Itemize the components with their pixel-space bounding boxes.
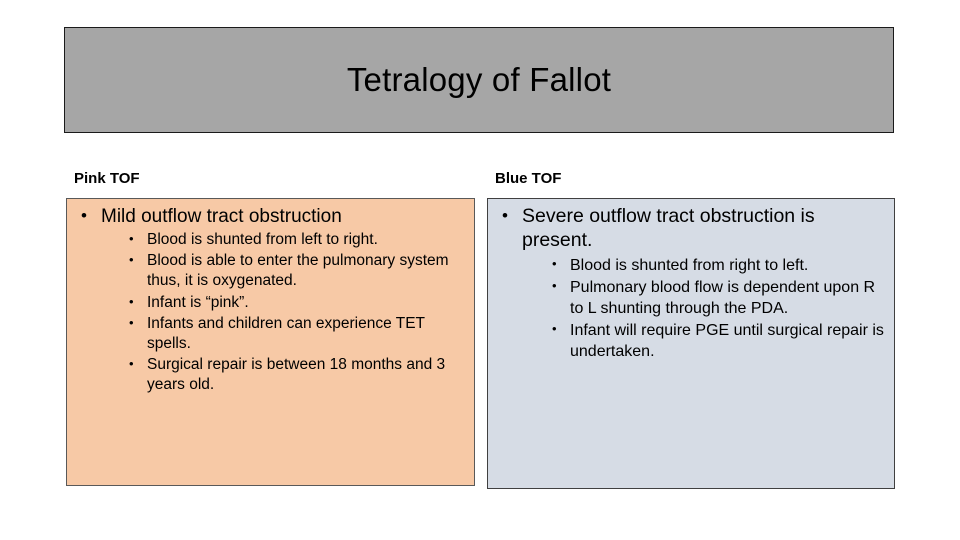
sub-bullet-list-pink: Blood is shunted from left to right. Blo… — [119, 230, 466, 395]
column-heading-blue-tof: Blue TOF — [495, 170, 562, 187]
bullet-list-blue: Severe outflow tract obstruction is pres… — [496, 205, 886, 362]
main-bullet-blue: Severe outflow tract obstruction is pres… — [496, 205, 886, 362]
content-box-pink-tof: Mild outflow tract obstruction Blood is … — [66, 198, 475, 486]
page-title: Tetralogy of Fallot — [346, 60, 612, 98]
main-bullet-blue-text: Severe outflow tract obstruction is pres… — [522, 205, 815, 251]
list-item: Pulmonary blood flow is dependent upon R… — [542, 277, 886, 319]
list-item: Blood is shunted from left to right. — [119, 230, 466, 250]
list-item: Blood is shunted from right to left. — [542, 255, 886, 276]
column-heading-pink-tof: Pink TOF — [74, 170, 140, 187]
sub-bullet-list-blue: Blood is shunted from right to left. Pul… — [542, 255, 886, 363]
main-bullet-pink-text: Mild outflow tract obstruction — [101, 206, 342, 227]
main-bullet-pink: Mild outflow tract obstruction Blood is … — [75, 205, 466, 395]
list-item: Blood is able to enter the pulmonary sys… — [119, 251, 466, 291]
title-banner: Tetralogy of Fallot — [64, 27, 894, 133]
list-item: Infant will require PGE until surgical r… — [542, 320, 886, 362]
content-box-blue-tof: Severe outflow tract obstruction is pres… — [487, 198, 895, 489]
list-item: Surgical repair is between 18 months and… — [119, 355, 466, 395]
bullet-list-pink: Mild outflow tract obstruction Blood is … — [75, 205, 466, 395]
list-item: Infants and children can experience TET … — [119, 314, 466, 354]
list-item: Infant is “pink”. — [119, 293, 466, 313]
